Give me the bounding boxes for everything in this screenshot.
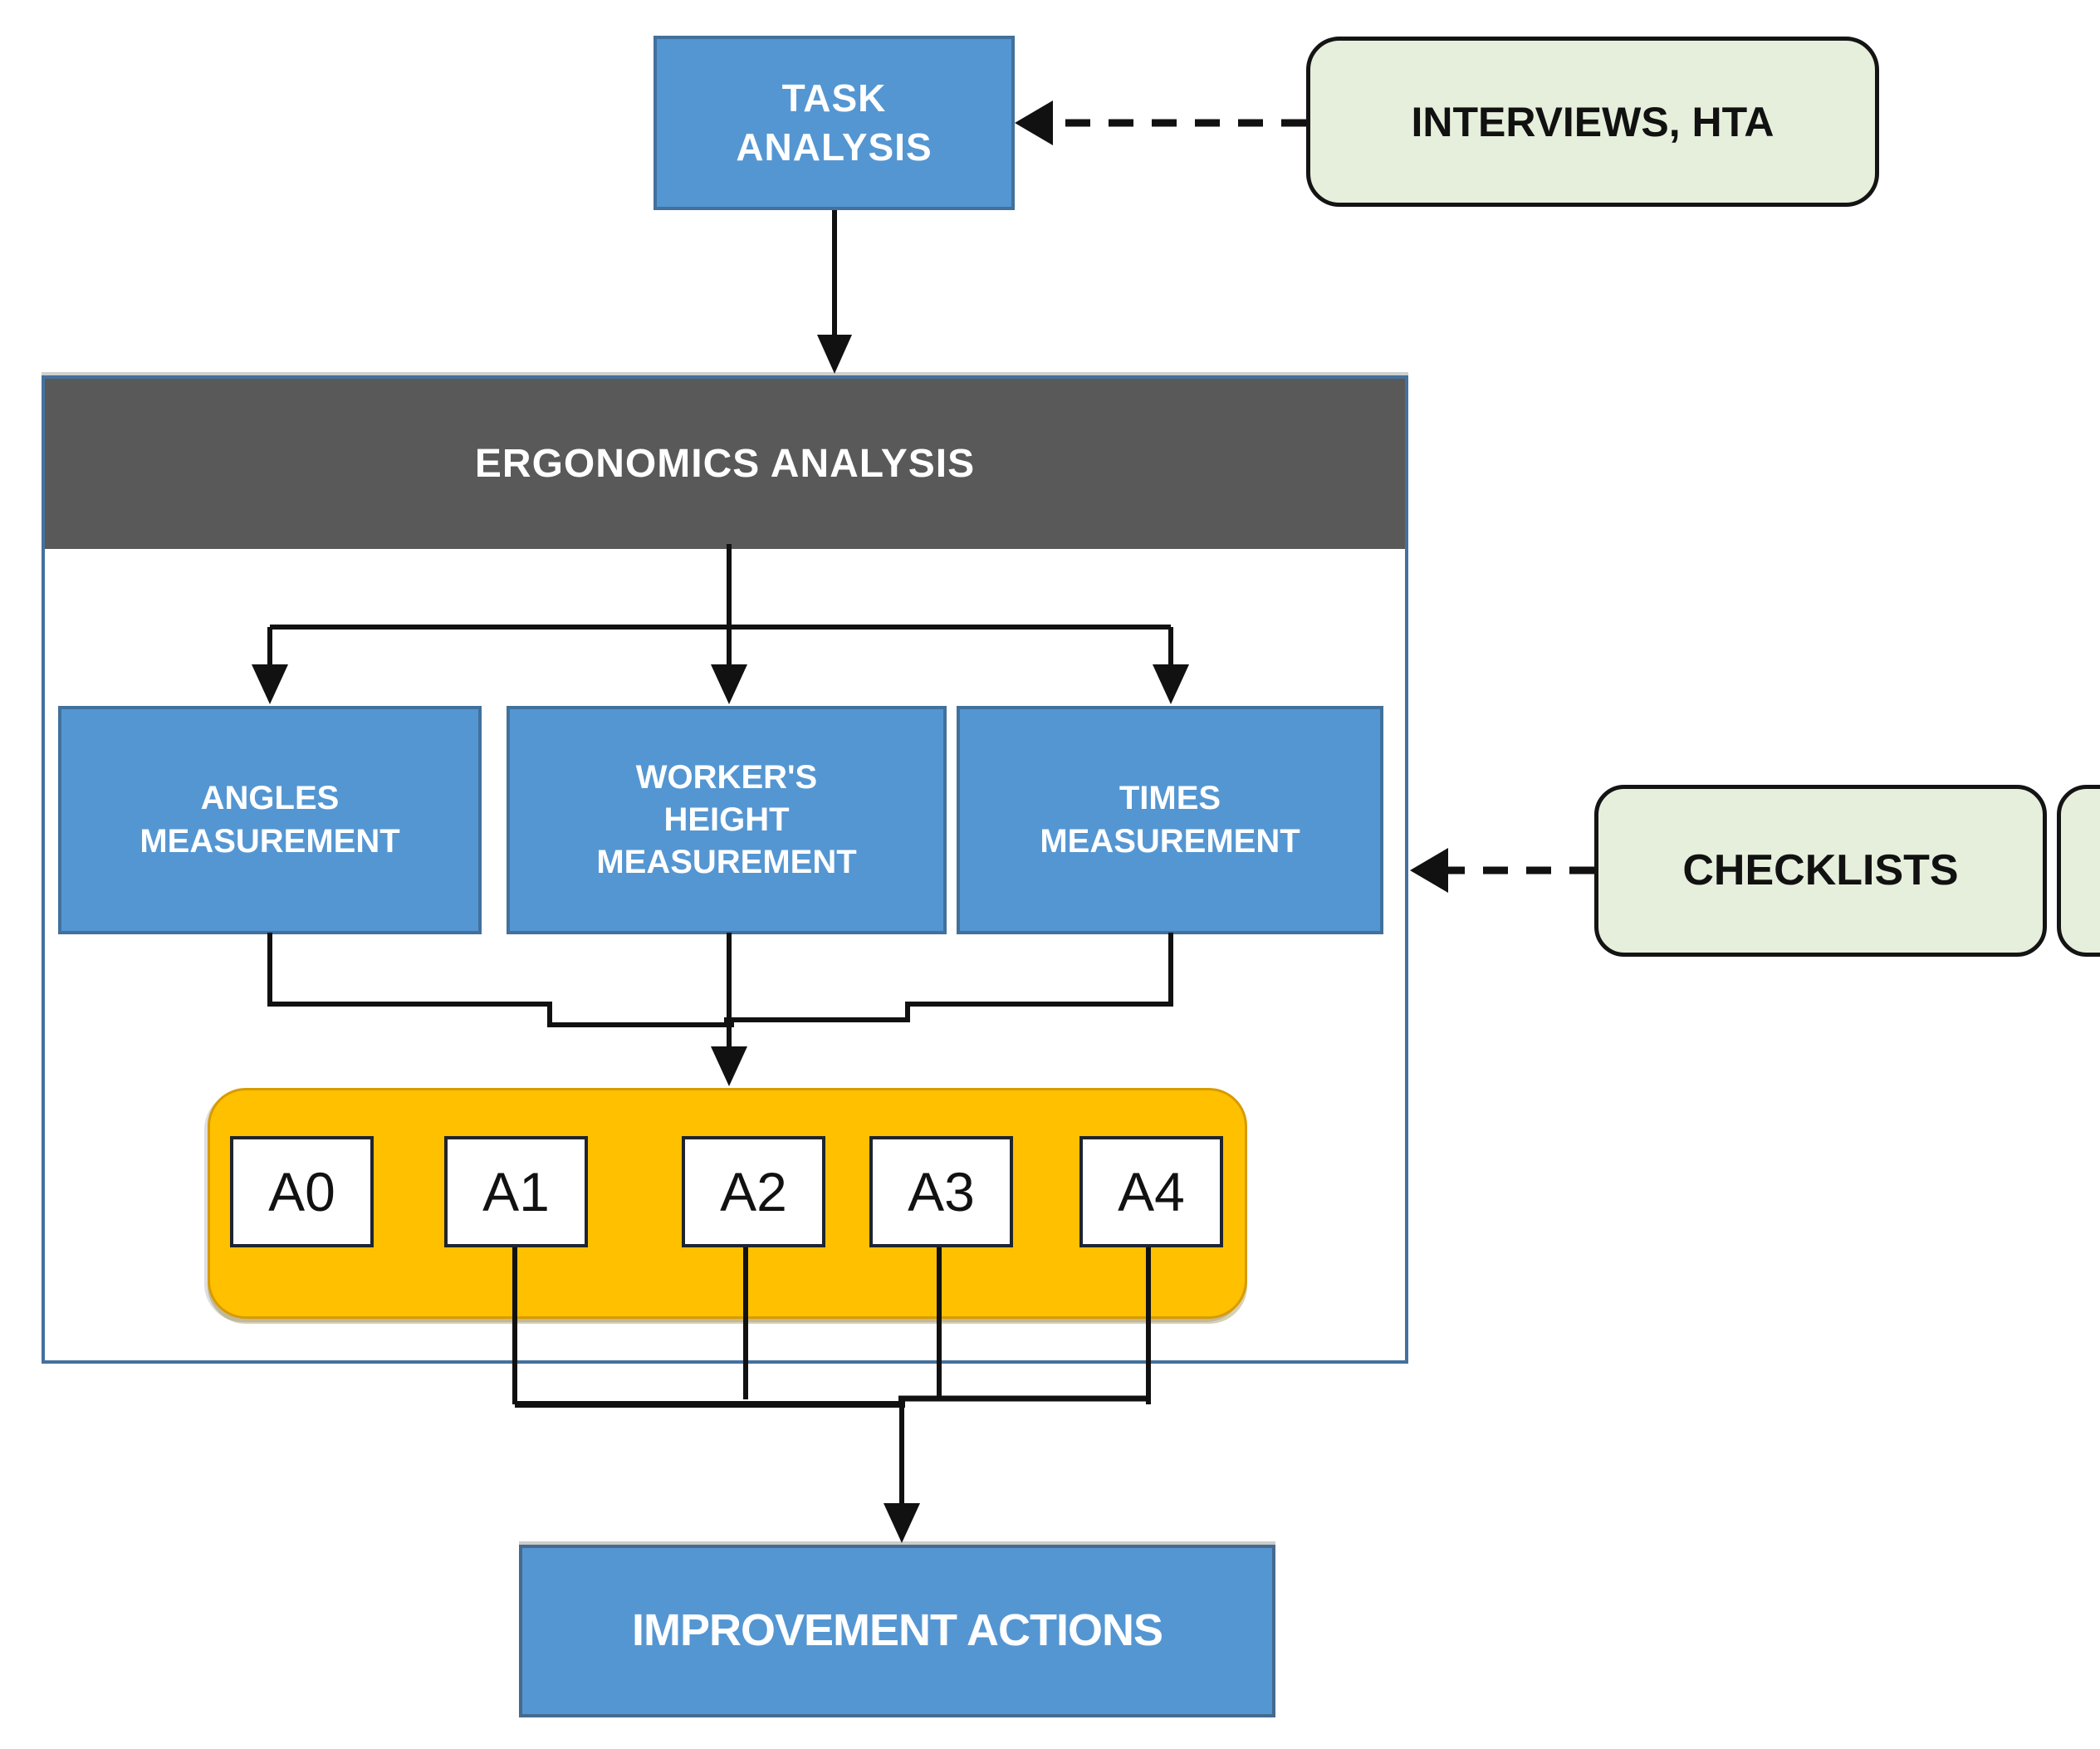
angles-measurement-label: ANGLES MEASUREMENT — [140, 780, 400, 860]
arrow-task-to-panel-head — [817, 335, 852, 374]
times-measurement-label: TIMES MEASUREMENT — [1040, 780, 1300, 860]
action-a4-box: A4 — [1079, 1136, 1223, 1247]
action-a1-box: A1 — [444, 1136, 588, 1247]
checklists-clipped-duplicate-box — [2057, 785, 2100, 957]
action-a4-label: A4 — [1118, 1161, 1185, 1222]
improvement-actions-label: IMPROVEMENT ACTIONS — [631, 1605, 1163, 1656]
action-a1-label: A1 — [482, 1161, 550, 1222]
action-a2-box: A2 — [682, 1136, 825, 1247]
workers-height-measurement-label: WORKER'S HEIGHT MEASUREMENT — [596, 758, 857, 881]
interviews-hta-box: INTERVIEWS, HTA — [1306, 37, 1879, 207]
checklists-label: CHECKLISTS — [1682, 846, 1959, 895]
workers-height-measurement-box: WORKER'S HEIGHT MEASUREMENT — [507, 706, 947, 934]
ergonomics-analysis-title: ERGONOMICS ANALYSIS — [474, 442, 976, 486]
times-measurement-box: TIMES MEASUREMENT — [957, 706, 1383, 934]
arrow-to-improvement-head — [884, 1503, 920, 1543]
angles-measurement-box: ANGLES MEASUREMENT — [58, 706, 482, 934]
interviews-hta-label: INTERVIEWS, HTA — [1411, 98, 1774, 145]
task-analysis-label: TASK ANALYSIS — [736, 76, 933, 169]
action-a0-label: A0 — [268, 1161, 335, 1222]
dashed-interviews-head — [1015, 100, 1053, 145]
ergonomics-analysis-header: ERGONOMICS ANALYSIS — [45, 379, 1405, 549]
improvement-actions-box: IMPROVEMENT ACTIONS — [519, 1545, 1275, 1717]
dashed-checklists-head — [1410, 848, 1448, 893]
task-analysis-box: TASK ANALYSIS — [653, 36, 1015, 210]
action-a3-label: A3 — [908, 1161, 975, 1222]
action-a3-box: A3 — [869, 1136, 1013, 1247]
action-a2-label: A2 — [720, 1161, 787, 1222]
action-a0-box: A0 — [230, 1136, 374, 1247]
checklists-box: CHECKLISTS — [1594, 785, 2047, 957]
